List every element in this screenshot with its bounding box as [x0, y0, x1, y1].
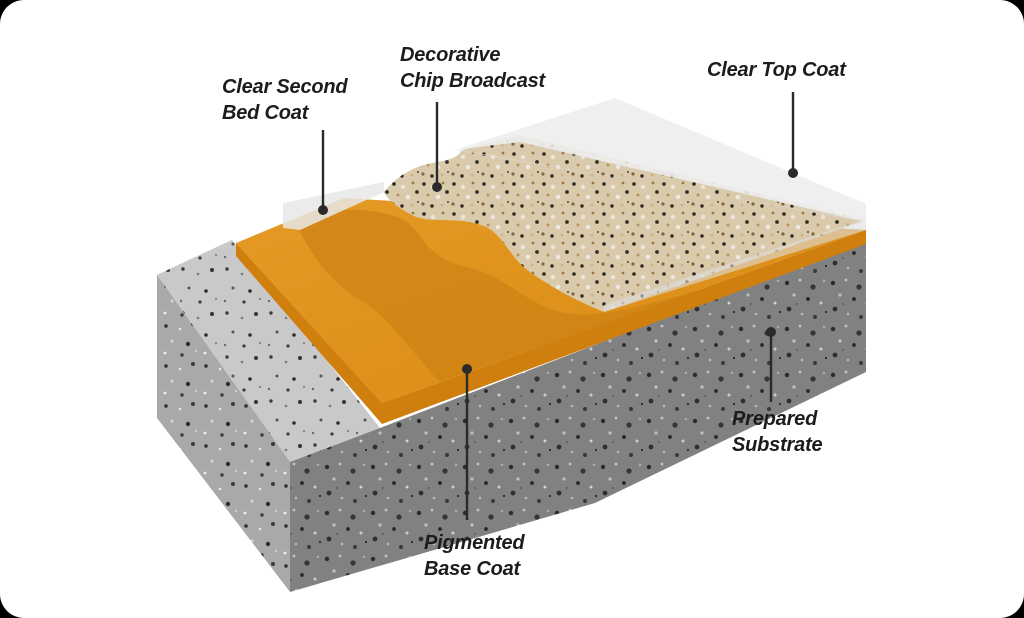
clear-top-coat-surface: [455, 98, 866, 222]
callout-dot-decorative-chip-broadcast: [432, 182, 442, 192]
label-clear-second-bed-coat: Clear Second Bed Coat: [222, 76, 348, 124]
callouts: [318, 92, 798, 520]
label-pigmented-base-coat: Pigmented Base Coat: [424, 532, 525, 580]
label-decorative-chip-broadcast: Decorative Chip Broadcast: [400, 44, 546, 92]
callout-dot-clear-top-coat: [788, 168, 798, 178]
callout-dot-prepared-substrate: [766, 327, 776, 337]
clear-second-bed-coat-film: [283, 182, 384, 230]
chip-broadcast-layer: [384, 135, 866, 312]
substrate-side-face: [157, 240, 290, 592]
clear-top-coat-layer: [283, 98, 866, 312]
prepared-substrate-layer: [157, 240, 866, 592]
substrate-top-surface: [157, 240, 380, 462]
label-clear-top-coat: Clear Top Coat: [707, 59, 846, 81]
second-bed-coat-area: [295, 209, 700, 382]
chip-broadcast-surface: [384, 135, 866, 312]
substrate-front-face: [290, 240, 866, 592]
label-prepared-substrate: Prepared Substrate: [732, 408, 823, 456]
callout-dot-pigmented-base-coat: [462, 364, 472, 374]
callout-dot-clear-second-bed-coat: [318, 205, 328, 215]
